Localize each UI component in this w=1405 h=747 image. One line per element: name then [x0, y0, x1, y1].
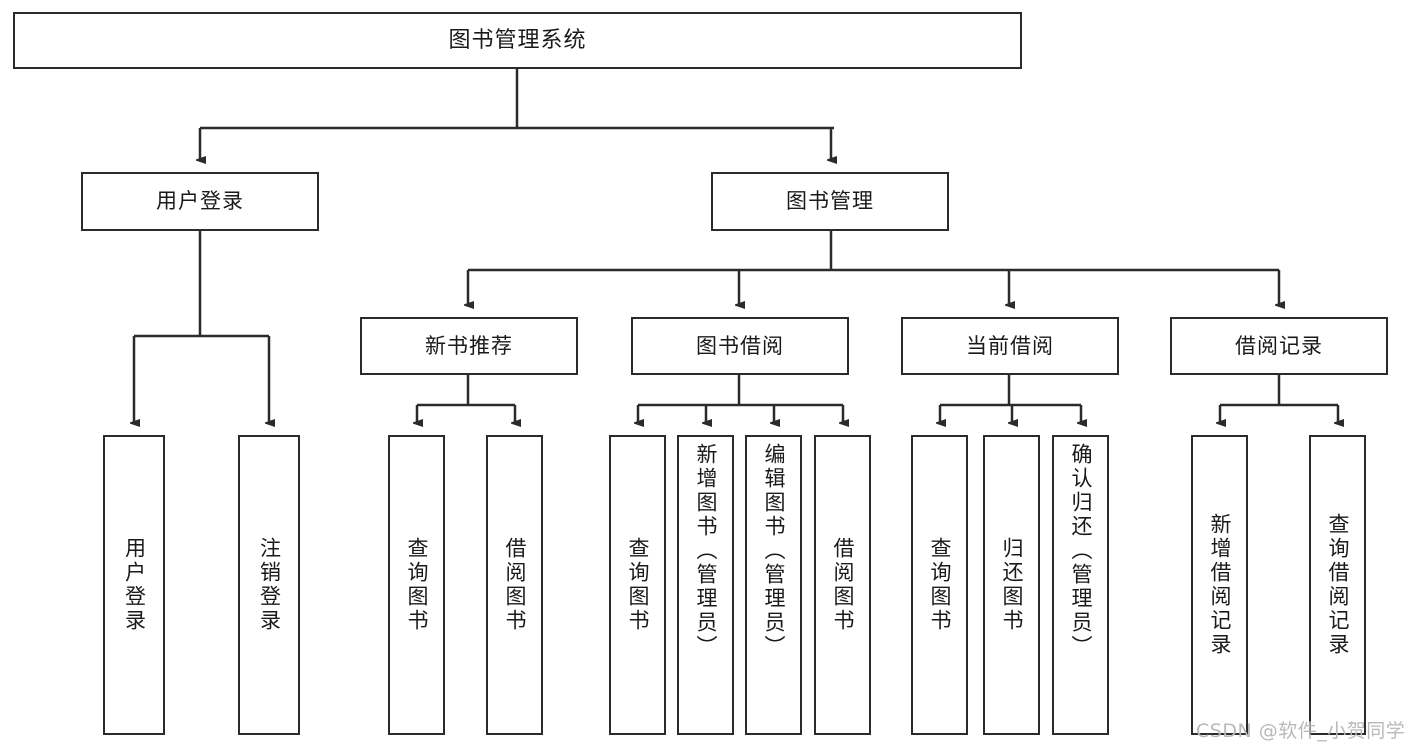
leaf-add-book-admin[interactable]: 新增图书（管理员）: [677, 435, 734, 735]
node-book-borrow-label: 图书借阅: [696, 333, 784, 358]
node-new-book-recommend-label: 新书推荐: [425, 333, 513, 358]
csdn-watermark: CSDN @软件_小贺同学: [1196, 720, 1405, 742]
leaf-query-book-current[interactable]: 查询图书: [911, 435, 968, 735]
node-user-login[interactable]: 用户登录: [81, 172, 319, 231]
leaf-edit-book-admin[interactable]: 编辑图书（管理员）: [745, 435, 802, 735]
node-current-borrow-label: 当前借阅: [966, 333, 1054, 358]
leaf-borrow-book-recommend[interactable]: 借阅图书: [486, 435, 543, 735]
leaf-query-borrow-record-label: 查询借阅记录: [1326, 513, 1350, 657]
node-borrow-record[interactable]: 借阅记录: [1170, 317, 1388, 375]
leaf-add-borrow-record-label: 新增借阅记录: [1208, 513, 1232, 657]
leaf-query-book-borrow[interactable]: 查询图书: [609, 435, 666, 735]
leaf-query-borrow-record[interactable]: 查询借阅记录: [1309, 435, 1366, 735]
node-new-book-recommend[interactable]: 新书推荐: [360, 317, 578, 375]
node-book-borrow[interactable]: 图书借阅: [631, 317, 849, 375]
leaf-query-book-borrow-label: 查询图书: [626, 537, 650, 633]
leaf-logout[interactable]: 注销登录: [238, 435, 300, 735]
leaf-query-book-recommend[interactable]: 查询图书: [388, 435, 445, 735]
node-borrow-record-label: 借阅记录: [1235, 333, 1323, 358]
leaf-borrow-book-borrow[interactable]: 借阅图书: [814, 435, 871, 735]
leaf-add-book-admin-label: 新增图书（管理员）: [694, 443, 718, 659]
leaf-user-login-label: 用户登录: [122, 537, 147, 633]
leaf-query-book-current-label: 查询图书: [928, 537, 952, 633]
leaf-borrow-book-borrow-label: 借阅图书: [831, 537, 855, 633]
leaf-return-book[interactable]: 归还图书: [983, 435, 1040, 735]
leaf-add-borrow-record[interactable]: 新增借阅记录: [1191, 435, 1248, 735]
leaf-borrow-book-recommend-label: 借阅图书: [503, 537, 527, 633]
node-book-manage[interactable]: 图书管理: [711, 172, 949, 231]
node-book-manage-label: 图书管理: [786, 189, 874, 214]
node-user-login-label: 用户登录: [156, 189, 244, 214]
leaf-return-book-label: 归还图书: [1000, 537, 1024, 633]
node-current-borrow[interactable]: 当前借阅: [901, 317, 1119, 375]
leaf-confirm-return-admin[interactable]: 确认归还（管理员）: [1052, 435, 1109, 735]
node-root[interactable]: 图书管理系统: [13, 12, 1022, 69]
leaf-user-login[interactable]: 用户登录: [103, 435, 165, 735]
leaf-query-book-recommend-label: 查询图书: [405, 537, 429, 633]
node-root-label: 图书管理系统: [448, 27, 587, 53]
leaf-confirm-return-admin-label: 确认归还（管理员）: [1069, 443, 1093, 659]
leaf-logout-label: 注销登录: [257, 537, 282, 633]
leaf-edit-book-admin-label: 编辑图书（管理员）: [762, 443, 786, 659]
